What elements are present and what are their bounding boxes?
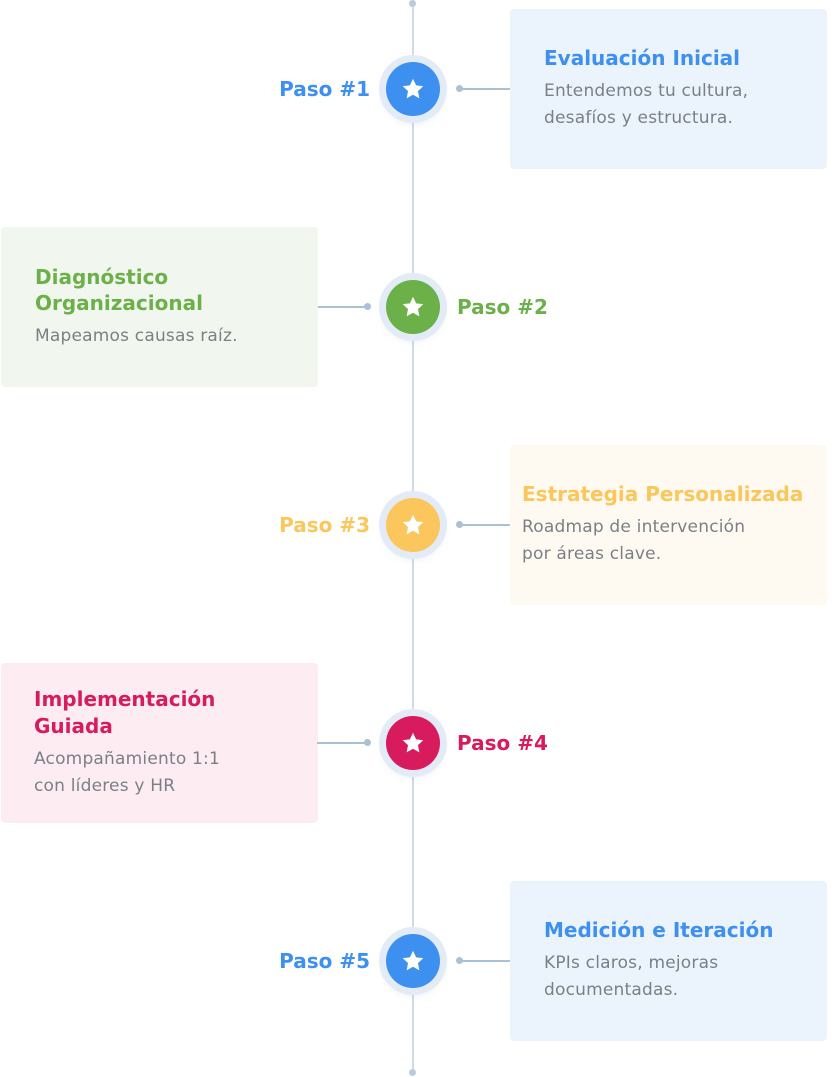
step-4-node	[386, 716, 440, 770]
step-4-connector-dot	[364, 739, 371, 746]
star-icon	[402, 950, 424, 971]
star-icon	[402, 296, 424, 317]
star-icon	[402, 78, 424, 99]
step-5-card: Medición e Iteración KPIs claros, mejora…	[510, 881, 827, 1041]
step-1-connector-dot	[456, 85, 463, 92]
timeline-axis-bottom-dot	[409, 1069, 416, 1076]
step-5-title: Medición e Iteración	[544, 918, 774, 942]
step-5-label: Paso #5	[279, 949, 370, 973]
step-4-desc-line-2: con líderes y HR	[34, 776, 176, 796]
step-2-label: Paso #2	[457, 295, 548, 319]
step-2-desc-line-1: Mapeamos causas raíz.	[35, 326, 238, 346]
step-1-desc-line-1: Entendemos tu cultura,	[544, 81, 749, 101]
step-2-connector-dot	[364, 303, 371, 310]
step-3-desc-line-1: Roadmap de intervención	[522, 517, 746, 537]
step-3-node	[386, 498, 440, 552]
step-1-title: Evaluación Inicial	[544, 46, 741, 70]
step-4-card: Implementación Guiada Acompañamiento 1:1…	[1, 663, 318, 823]
step-5-connector-dot	[456, 957, 463, 964]
step-3-label: Paso #3	[279, 513, 370, 537]
step-2-title-line-2: Organizacional	[35, 291, 203, 315]
step-2-title-line-1: Diagnóstico	[35, 265, 169, 289]
step-4-connector	[317, 742, 367, 744]
step-4-desc-line-1: Acompañamiento 1:1	[34, 749, 220, 769]
timeline-axis-top-dot	[409, 0, 416, 7]
step-4-title-line-2: Guiada	[34, 714, 113, 738]
step-1-card: Evaluación Inicial Entendemos tu cultura…	[510, 9, 827, 169]
step-5-desc-line-1: KPIs claros, mejoras	[544, 953, 719, 973]
step-4-title-line-1: Implementación	[34, 687, 216, 711]
step-2-connector	[318, 306, 368, 308]
step-3-connector-dot	[456, 521, 463, 528]
star-icon	[402, 514, 424, 535]
star-icon	[402, 732, 424, 753]
step-3-title: Estrategia Personalizada	[522, 482, 804, 506]
step-3-connector	[460, 524, 510, 526]
step-1-desc-line-2: desafíos y estructura.	[544, 108, 734, 128]
step-5-node	[386, 934, 440, 988]
step-1-node	[386, 62, 440, 116]
step-2-node	[386, 280, 440, 334]
step-1-label: Paso #1	[279, 77, 370, 101]
step-4-label: Paso #4	[457, 731, 548, 755]
step-1-connector	[460, 88, 510, 90]
step-5-connector	[460, 960, 510, 962]
step-5-desc-line-2: documentadas.	[544, 980, 679, 1000]
step-3-card: Estrategia Personalizada Roadmap de inte…	[510, 445, 827, 605]
step-2-card: Diagnóstico Organizacional Mapeamos caus…	[1, 227, 318, 387]
step-3-desc-line-2: por áreas clave.	[522, 544, 662, 564]
